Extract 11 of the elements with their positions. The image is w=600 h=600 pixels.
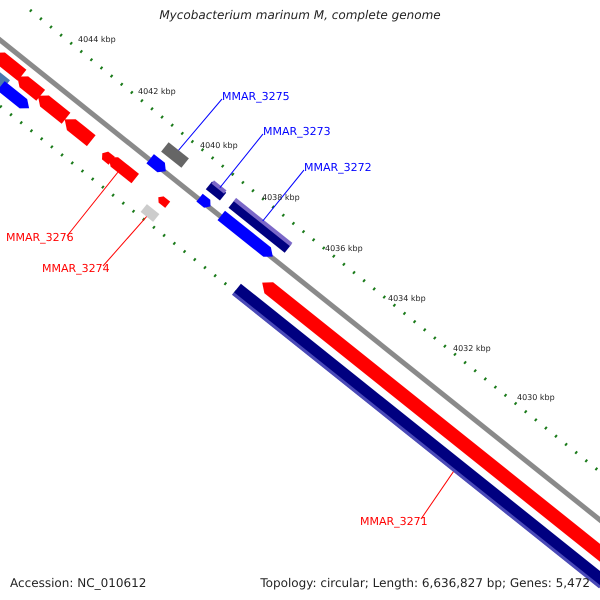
accession-text: Accession: NC_010612 — [10, 577, 146, 589]
genome-info-text: Topology: circular; Length: 6,636,827 bp; Genes: 5,472 — [260, 577, 590, 589]
scale-tick-label: 4040 kbp — [200, 142, 238, 150]
scale-tick-label: 4042 kbp — [138, 88, 176, 96]
diagram-title: Mycobacterium marinum M, complete genome — [158, 9, 442, 21]
scale-tick-label: 4044 kbp — [78, 36, 116, 44]
scale-tick-label: 4038 kbp — [262, 194, 300, 202]
scale-tick-label: 4036 kbp — [325, 245, 363, 253]
scale-tick-label: 4032 kbp — [453, 345, 491, 353]
scale-tick-label: 4034 kbp — [388, 295, 426, 303]
scale-tick-label: 4030 kbp — [517, 394, 555, 402]
